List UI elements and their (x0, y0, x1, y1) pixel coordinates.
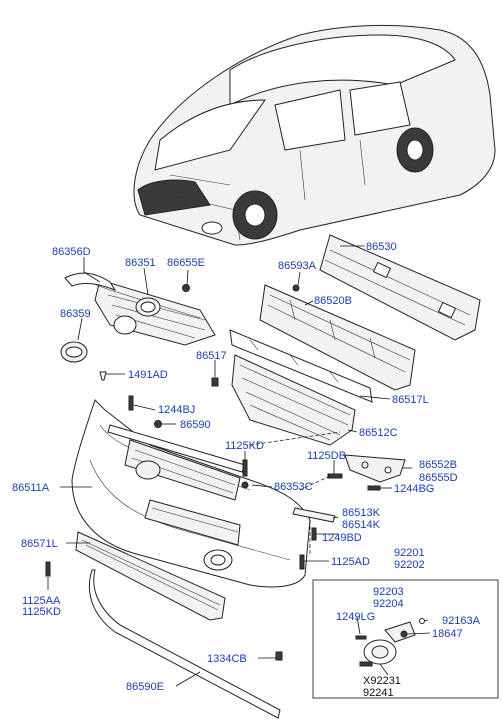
radiator-grille (60, 272, 216, 363)
side-bracket-small (292, 507, 336, 523)
fasteners (45, 284, 381, 661)
label-1491AD: 1491AD (128, 369, 168, 381)
side-bracket-right (344, 454, 406, 483)
label-86353C: 86353C (274, 481, 313, 493)
front-bumper-cover (71, 399, 311, 588)
label-1249BD: 1249BD (322, 532, 362, 544)
label-1125DB: 1125DB (307, 450, 346, 462)
label-92201: 92201 (394, 547, 425, 559)
label-92241: 92241 (363, 687, 394, 699)
label-92203: 92203 (373, 586, 404, 598)
label-1244BJ: 1244BJ (158, 404, 195, 416)
car-illustration (133, 24, 496, 246)
label-18647: 18647 (432, 628, 463, 640)
label-1125KD-lower: 1125KD (22, 606, 61, 618)
label-86512C: 86512C (359, 427, 398, 439)
label-86356D: 86356D (52, 246, 91, 258)
part-labels: 86356D 86351 86655E 86359 86593A 86530 8… (12, 241, 481, 699)
label-86590E: 86590E (126, 681, 164, 693)
label-92202: 92202 (394, 559, 425, 571)
bumper-upper-cover (229, 329, 373, 403)
label-86593A: 86593A (278, 260, 317, 272)
label-86571L: 86571L (21, 538, 58, 550)
label-1125KD-upper: 1125KD (225, 440, 264, 452)
label-86514K: 86514K (342, 519, 381, 531)
label-86351: 86351 (125, 257, 156, 269)
energy-absorber (259, 284, 416, 391)
bumper-lower-lip (75, 531, 226, 621)
label-86517: 86517 (196, 350, 227, 362)
label-86552B: 86552B (419, 459, 457, 471)
label-86513K: 86513K (342, 507, 381, 519)
label-1125AD: 1125AD (331, 556, 370, 568)
label-86590: 86590 (180, 419, 211, 431)
label-1334CB: 1334CB (207, 653, 247, 665)
label-86517L: 86517L (392, 394, 429, 406)
horn-inset-box (312, 579, 499, 699)
label-1125AA: 1125AA (22, 595, 61, 607)
bumper-beam (319, 234, 481, 341)
lower-grille (231, 354, 356, 446)
front-spoiler (88, 569, 281, 719)
leader-lines (47, 245, 431, 687)
label-86530: 86530 (366, 241, 397, 253)
label-86655E: 86655E (167, 257, 205, 269)
label-X92231: X92231 (363, 675, 401, 687)
label-86359: 86359 (60, 308, 91, 320)
label-86511A: 86511A (12, 482, 50, 494)
label-92204: 92204 (373, 598, 404, 610)
label-1244BG: 1244BG (394, 483, 434, 495)
label-86555D: 86555D (419, 472, 458, 484)
label-92163A: 92163A (442, 615, 481, 627)
label-86520B: 86520B (314, 295, 352, 307)
label-1249LG: 1249LG (336, 611, 375, 623)
